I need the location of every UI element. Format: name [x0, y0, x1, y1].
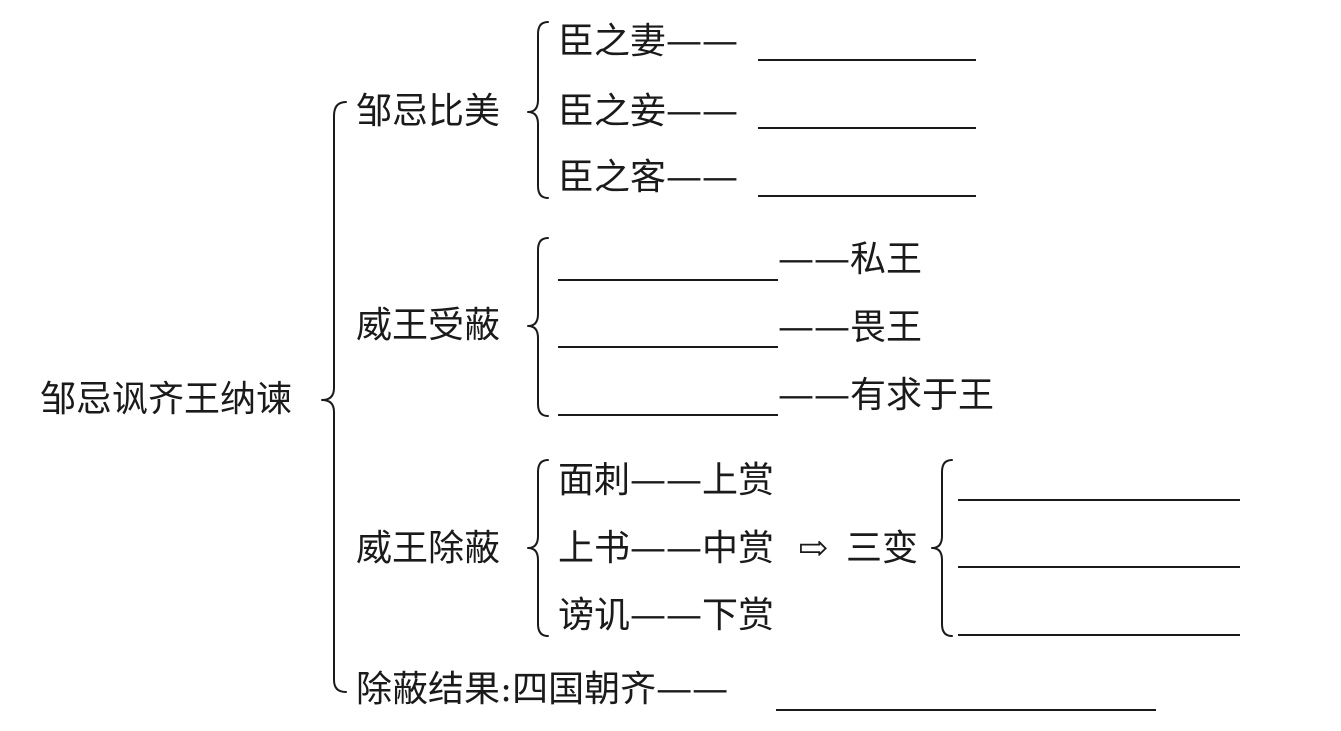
- deceived-title: 威王受蔽: [356, 305, 501, 346]
- main-brace: [321, 101, 347, 693]
- comparison-row: 臣之妾——: [558, 91, 739, 132]
- removal-row: 上书——中赏: [558, 528, 775, 569]
- deceived-row: ——畏王: [778, 307, 923, 348]
- removal-row: 面刺——上赏: [558, 460, 775, 501]
- deceived-brace: [527, 237, 549, 417]
- removal-title: 威王除蔽: [356, 528, 501, 569]
- changes-brace: [931, 459, 953, 637]
- deceived-row: ——有求于王: [778, 375, 995, 416]
- root-label: 邹忌讽齐王纳谏: [40, 379, 293, 420]
- comparison-title: 邹忌比美: [356, 91, 501, 132]
- comparison-row: 臣之客——: [558, 157, 739, 198]
- removal-row: 谤讥——下赏: [558, 595, 775, 636]
- comparison-row: 臣之妻——: [558, 21, 739, 62]
- result-label: 除蔽结果:四国朝齐——: [356, 669, 729, 710]
- removal-brace: [527, 459, 549, 637]
- comparison-brace: [527, 21, 549, 199]
- arrow-icon: ⇨: [798, 528, 829, 569]
- deceived-row: ——私王: [778, 239, 923, 280]
- change-label: 三变: [846, 528, 919, 569]
